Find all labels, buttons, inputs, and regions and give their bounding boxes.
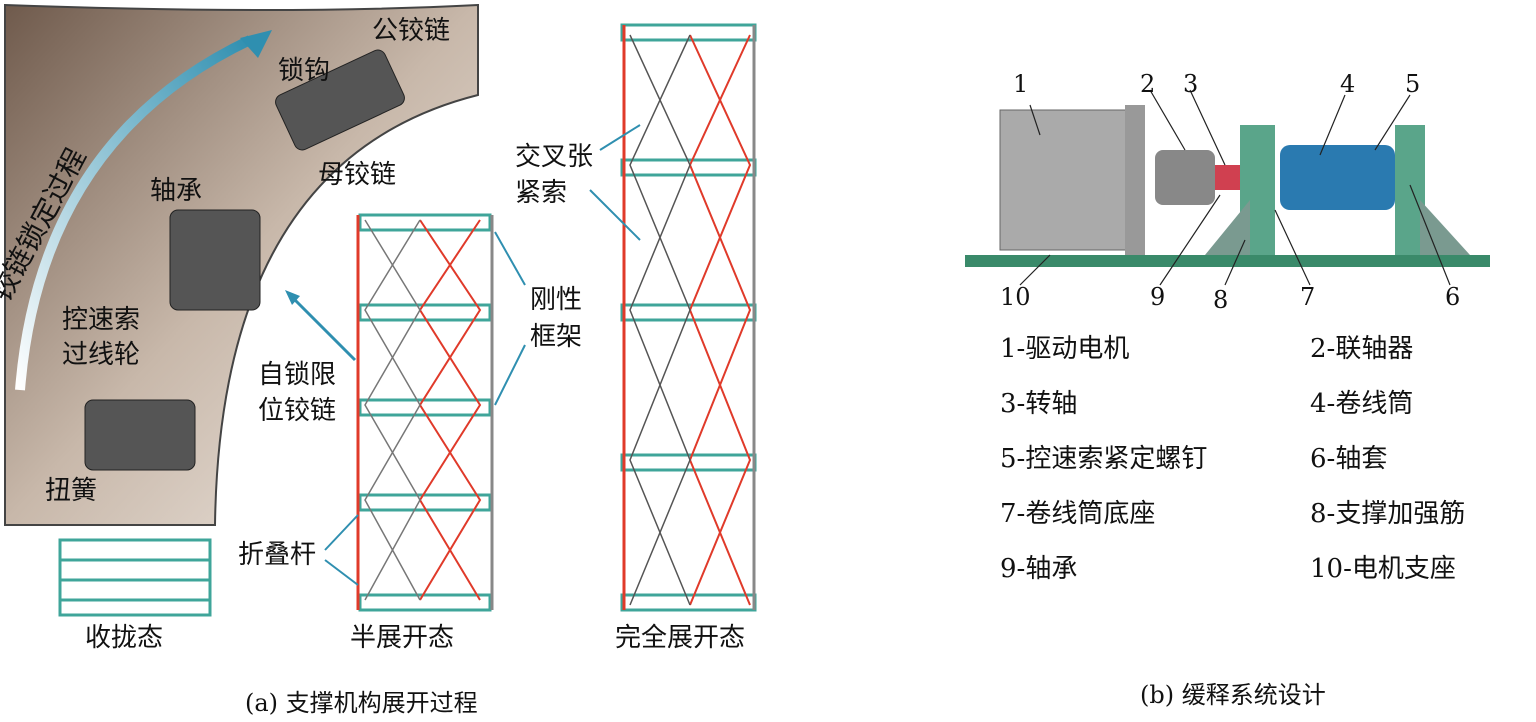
label-lock-hook: 锁钩 (278, 56, 331, 86)
num-5: 5 (1405, 70, 1421, 98)
label-female-hinge: 母铰链 (318, 160, 397, 190)
num-7: 7 (1300, 283, 1316, 311)
caption-b: (b) 缓释系统设计 (1140, 681, 1326, 709)
process-arrow (15, 35, 253, 391)
legend-item: 4-卷线筒 (1310, 389, 1414, 419)
half-deployed-tower (356, 213, 494, 612)
label-rigid-1: 刚性 (530, 285, 583, 315)
state-half: 半展开态 (350, 623, 455, 653)
caption-a: (a) 支撑机构展开过程 (245, 689, 478, 717)
legend-item: 3-转轴 (1000, 389, 1078, 419)
stowed-tower (58, 538, 212, 617)
label-pulley-1: 控速索 (62, 305, 141, 335)
num-8: 8 (1213, 286, 1229, 314)
legend-item: 2-联轴器 (1310, 334, 1414, 364)
num-2: 2 (1140, 70, 1156, 98)
state-full: 完全展开态 (615, 623, 746, 653)
label-spring: 扭簧 (45, 476, 98, 506)
num-9: 9 (1150, 283, 1166, 311)
label-cable-2: 紧索 (515, 178, 568, 208)
label-fold-rod: 折叠杆 (238, 540, 317, 570)
label-rigid-2: 框架 (530, 322, 583, 352)
label-self-lock-1: 自锁限 (258, 360, 337, 390)
legend-item: 1-驱动电机 (1000, 334, 1130, 364)
num-3: 3 (1183, 70, 1199, 98)
label-cable-1: 交叉张 (515, 142, 594, 172)
legend-item: 6-轴套 (1310, 444, 1388, 474)
label-male-hinge: 公铰链 (372, 16, 451, 46)
label-pulley-2: 过线轮 (62, 340, 141, 370)
num-10: 10 (1000, 283, 1031, 311)
release-system-model (965, 105, 1490, 267)
legend-item: 7-卷线筒底座 (1000, 499, 1156, 529)
num-1: 1 (1013, 70, 1029, 98)
legend-item: 10-电机支座 (1310, 554, 1456, 584)
label-bearing: 轴承 (150, 176, 203, 206)
num-4: 4 (1340, 70, 1356, 98)
legend-item: 8-支撑加强筋 (1310, 499, 1466, 529)
label-self-lock-2: 位铰链 (258, 396, 337, 426)
state-stowed: 收拢态 (85, 623, 164, 653)
full-deployed-tower (620, 23, 757, 612)
hinge-models (84, 49, 405, 471)
legend-item: 9-轴承 (1000, 554, 1078, 584)
num-6: 6 (1445, 283, 1461, 311)
legend-item: 5-控速索紧定螺钉 (1000, 444, 1208, 474)
